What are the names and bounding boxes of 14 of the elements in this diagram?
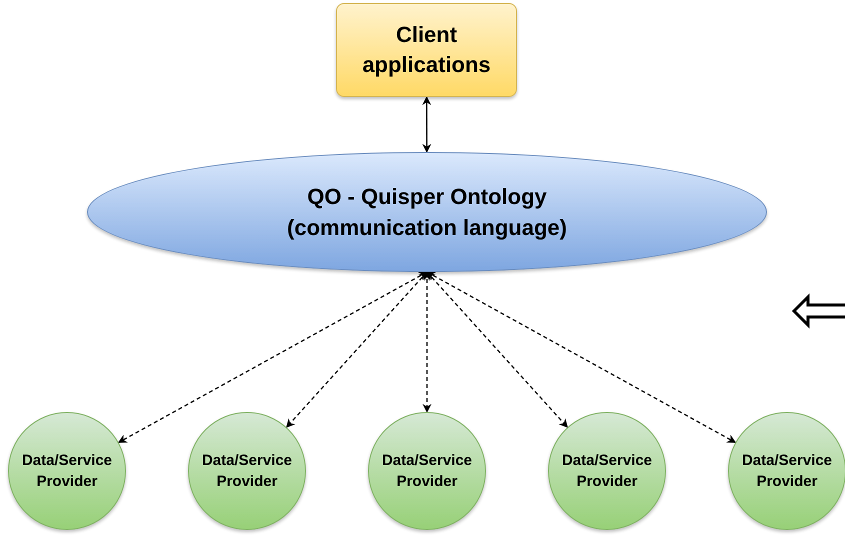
node-label: QO - Quisper Ontology (communication language) (286, 183, 568, 242)
node-label: Data/Service Provider (740, 451, 834, 492)
node-label: Client applications (361, 21, 492, 79)
node-label: Data/Service Provider (200, 451, 294, 492)
arrow (286, 271, 428, 428)
node-label: Data/Service Provider (560, 451, 654, 492)
arrow (422, 96, 432, 153)
node-label: Data/Service Provider (380, 451, 474, 492)
arrow (426, 271, 568, 428)
arrow (118, 271, 428, 444)
node-label: Data/Service Provider (20, 451, 114, 492)
arrow (422, 271, 432, 413)
process-box (336, 3, 517, 97)
arrow (426, 271, 736, 444)
